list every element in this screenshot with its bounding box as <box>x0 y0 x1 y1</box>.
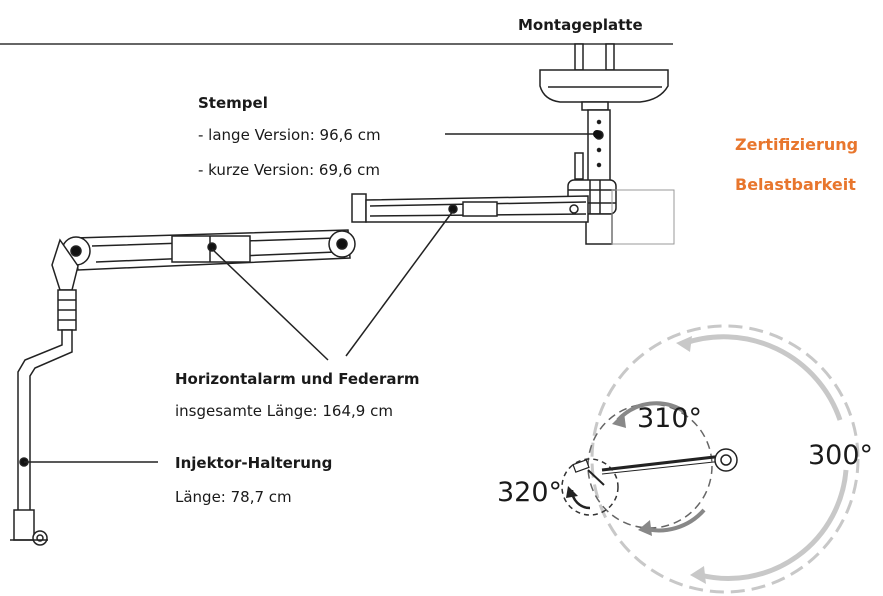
arms-title: Horizontalarm und Federarm <box>175 370 420 388</box>
certification-note: Zertifizierung <box>735 135 859 154</box>
plunger-title: Stempel <box>198 94 268 112</box>
plunger-marker <box>593 130 601 138</box>
rotation-inner-label: 320° <box>497 477 563 508</box>
rotation-outer-label: 300° <box>808 440 874 471</box>
mounting-plate-label: Montageplatte <box>518 16 643 34</box>
mounting-plate-drawing <box>539 43 675 245</box>
rotation-middle-label: 310° <box>637 403 703 434</box>
rotation-diagram <box>561 324 860 594</box>
arms-length: insgesamte Länge: 164,9 cm <box>175 402 393 420</box>
holder-title: Injektor-Halterung <box>175 454 333 472</box>
load-capacity-note: Belastbarkeit <box>735 175 856 194</box>
spring-arm-drawing <box>51 229 356 291</box>
leader-lines <box>24 133 597 463</box>
horizontal-arm-drawing <box>351 193 589 223</box>
plunger-long-version: - lange Version: 96,6 cm <box>198 126 381 144</box>
injector-holder-drawing <box>10 289 77 546</box>
holder-length: Länge: 78,7 cm <box>175 488 292 506</box>
plunger-short-version: - kurze Version: 69,6 cm <box>198 161 380 179</box>
